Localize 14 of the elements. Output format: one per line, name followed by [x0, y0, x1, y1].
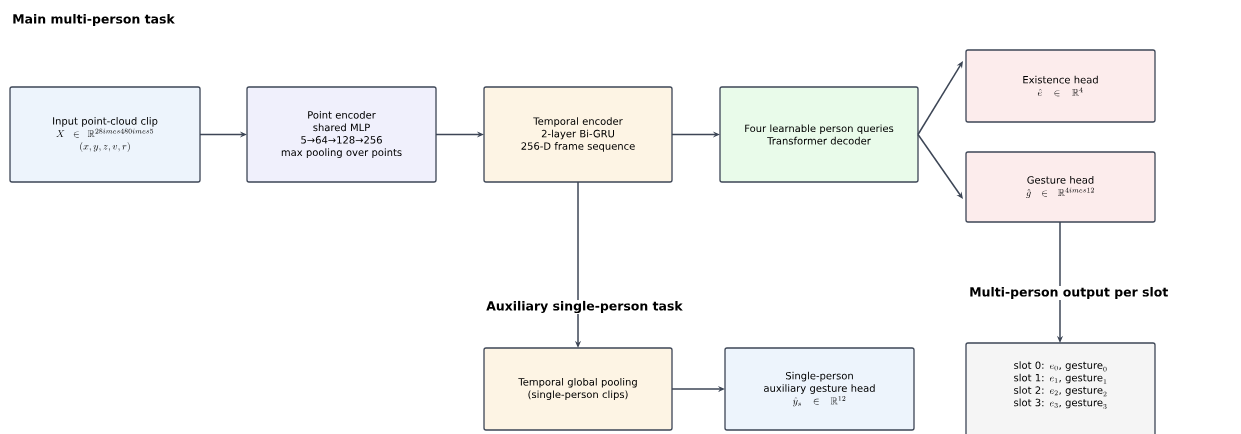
process-box: Four learnable person queries Transformer decoder: [719, 86, 919, 183]
section-heading: Auxiliary single-person task: [485, 299, 684, 315]
section-heading: Multi-person output per slot: [968, 285, 1170, 300]
section-heading: Main multi-person task: [13, 13, 175, 26]
process-box: Temporal global pooling (single-person clips): [483, 347, 673, 431]
process-box: Gesture head $\hat{g} \in \mathbb{R}^{4imes12}$: [965, 151, 1156, 223]
process-box: $\text{slot 0: } e_{0}\text{, gesture}_{0}$ $\text{slot 1: } e_{1}\text{, gesture}_{1}$ $\text{slot 2: } e_{2}\text{, gesture}_{2}$ $\text{slot 3: } e_{3}\text{, gesture}_{3}$: [965, 342, 1156, 434]
process-box: Single-person auxiliary gesture head $\hat{y}_{s} \in \mathbb{R}^{12}$: [724, 347, 915, 431]
arrow: [917, 133, 963, 199]
process-box: Point encoder shared MLP 5→64→128→256 max pooling over points: [246, 86, 437, 183]
process-box: Temporal encoder 2-layer Bi-GRU 256-D frame sequence: [483, 86, 673, 183]
arrow: [917, 61, 963, 136]
process-box: Existence head $\hat{e} \in \mathbb{R}^{4}$: [965, 49, 1156, 123]
process-box: Input point-cloud clip $X \in \mathbb{R}^{28imes480imes5}$ $(x, y, z, v, r)$: [9, 86, 201, 183]
